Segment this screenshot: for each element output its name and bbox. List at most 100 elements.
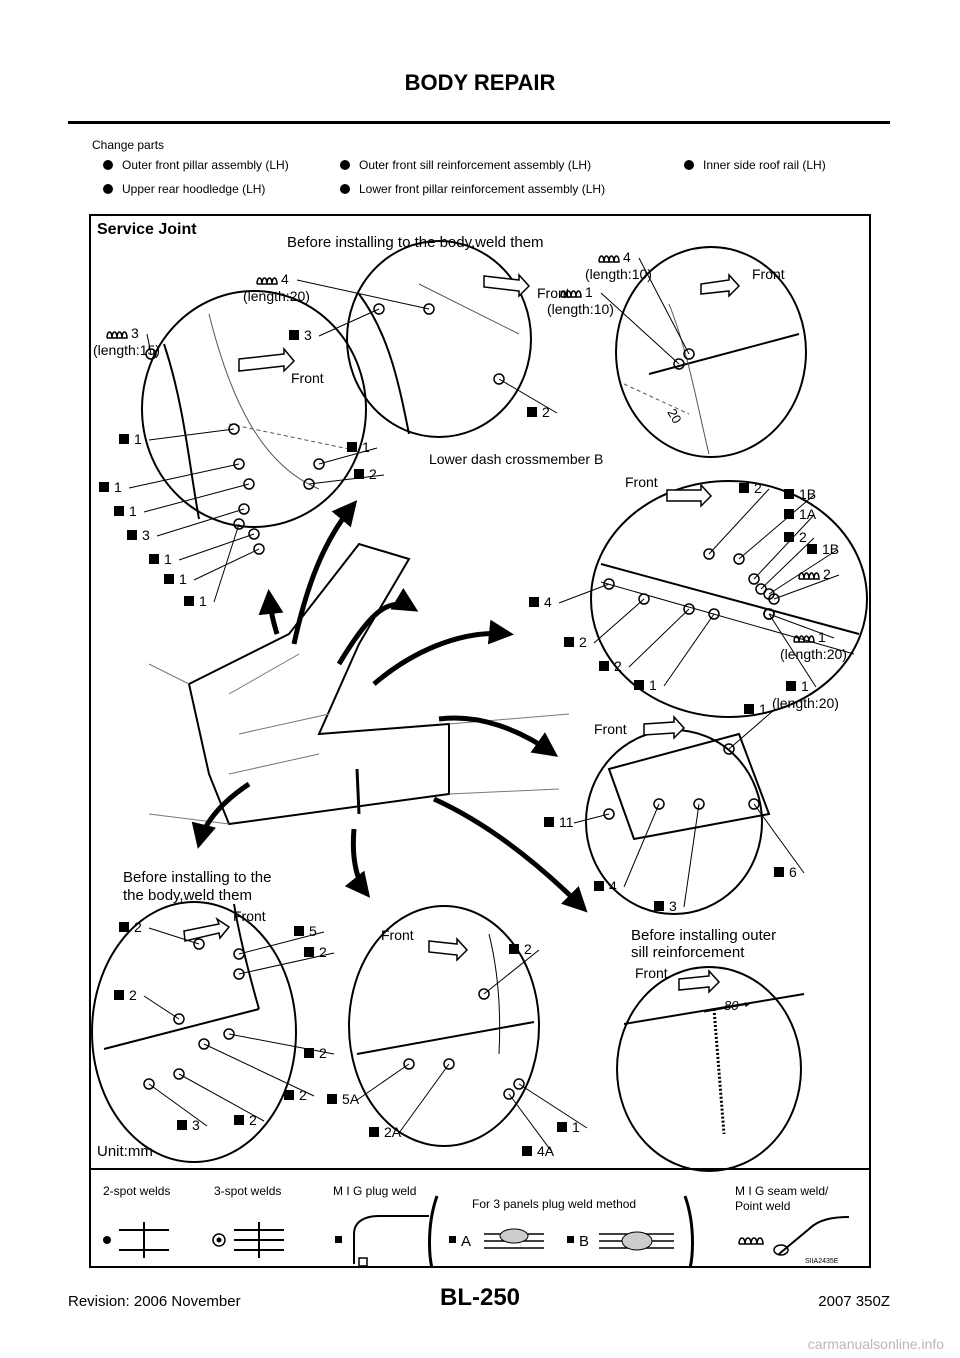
weld-spot-icon bbox=[683, 348, 695, 360]
callout-number: 1 bbox=[179, 571, 187, 587]
weld-callout: 1 bbox=[313, 439, 378, 470]
weld-spot-icon bbox=[198, 1038, 210, 1050]
dimension-line bbox=[703, 1002, 750, 1013]
plug-weld-icon bbox=[544, 817, 554, 827]
plug-weld-icon bbox=[354, 469, 364, 479]
caption-top: Before installing to the body,weld them bbox=[287, 234, 544, 251]
weld-spot-icon bbox=[248, 528, 260, 540]
leader-line bbox=[156, 508, 245, 537]
diagram-title: Service Joint bbox=[97, 221, 197, 238]
bullet-icon bbox=[103, 160, 113, 170]
weld-callout: 2 bbox=[303, 466, 385, 490]
legend-point-weld-label: Point weld bbox=[735, 1199, 790, 1213]
legend-b-label: B bbox=[579, 1233, 589, 1250]
weld-callout: 3 bbox=[289, 303, 385, 343]
legend-three-spot-label: 3-spot welds bbox=[214, 1184, 281, 1198]
plug-weld-icon bbox=[119, 434, 129, 444]
leader-line bbox=[178, 1073, 265, 1122]
weld-callout: 1 bbox=[723, 701, 775, 755]
weld-callout: 1 bbox=[119, 423, 240, 447]
callout-length: (length:20) bbox=[780, 646, 847, 662]
caption-bottom-left-2: the body,weld them bbox=[123, 887, 252, 904]
leader-line bbox=[573, 813, 610, 824]
callout-number: 1 bbox=[759, 701, 767, 717]
weld-callout: 2 bbox=[493, 373, 558, 420]
body-side-assembly bbox=[148, 542, 570, 826]
weld-callout: 4(length:10) bbox=[585, 249, 695, 360]
seam-weld-icon bbox=[738, 1237, 764, 1245]
caption-lower-dash: Lower dash crossmember B bbox=[429, 451, 603, 467]
callout-number: 2 bbox=[754, 480, 762, 496]
bullet-icon bbox=[340, 160, 350, 170]
leader-line bbox=[728, 709, 775, 750]
plug-weld-icon bbox=[564, 637, 574, 647]
plug-weld-icon bbox=[369, 1127, 379, 1137]
plug-weld-icon bbox=[184, 596, 194, 606]
leader-line bbox=[146, 333, 152, 355]
leader-line bbox=[483, 949, 540, 995]
change-part-item: Outer front sill reinforcement assembly … bbox=[340, 158, 591, 172]
weld-spot-icon bbox=[763, 608, 775, 620]
plug-weld-icon bbox=[529, 597, 539, 607]
dimension-20: 20 bbox=[664, 406, 684, 426]
callout-number: 3 bbox=[192, 1117, 200, 1133]
callout-number: 3 bbox=[304, 327, 312, 343]
seam-weld-icon bbox=[793, 635, 815, 643]
weld-spot-icon bbox=[673, 358, 685, 370]
callout-number: 4A bbox=[537, 1143, 555, 1159]
callout-length: (length:20) bbox=[243, 288, 310, 304]
callout-number: 4 bbox=[609, 878, 617, 894]
weld-callout: 1 bbox=[184, 518, 245, 609]
front-label: Front bbox=[233, 908, 266, 924]
leader-line bbox=[663, 613, 715, 687]
plug-weld-icon bbox=[289, 330, 299, 340]
weld-spot-icon bbox=[755, 583, 767, 595]
weld-callout: 1 bbox=[99, 458, 245, 495]
plug-weld-icon bbox=[784, 532, 794, 542]
plug-weld-icon bbox=[527, 407, 537, 417]
leader-line bbox=[148, 428, 235, 441]
plug-weld-icon bbox=[654, 901, 664, 911]
weld-callout: 2 bbox=[768, 566, 840, 605]
change-parts-heading: Change parts bbox=[92, 138, 165, 152]
weld-spot-icon bbox=[233, 458, 245, 470]
leader-line bbox=[600, 292, 680, 365]
leader-line bbox=[518, 1083, 588, 1129]
weld-callout: 1(length:10) bbox=[547, 284, 685, 370]
change-part-label: Outer front pillar assembly (LH) bbox=[122, 158, 289, 172]
callout-length: (length:10) bbox=[585, 266, 652, 282]
weld-spot-icon bbox=[223, 1028, 235, 1040]
callout-number: 3 bbox=[142, 527, 150, 543]
weld-callout: 2 bbox=[233, 944, 335, 980]
weld-spot-icon bbox=[143, 1078, 155, 1090]
plug-weld-icon bbox=[744, 704, 754, 714]
callout-number: 1 bbox=[818, 629, 826, 645]
callout-number: 1 bbox=[572, 1119, 580, 1135]
weld-callout: 1 bbox=[634, 608, 720, 693]
weld-spot-icon bbox=[423, 303, 435, 315]
front-label: Front bbox=[625, 474, 658, 490]
leader-line bbox=[683, 803, 700, 908]
three-spot-panel-icon bbox=[234, 1222, 284, 1258]
callout-number: 2 bbox=[319, 1045, 327, 1061]
plug-b-icon bbox=[567, 1236, 574, 1243]
leader-line bbox=[128, 463, 240, 489]
callout-number: 1 bbox=[801, 678, 809, 694]
callout-number: 2 bbox=[134, 919, 142, 935]
change-part-item: Inner side roof rail (LH) bbox=[684, 158, 826, 172]
weld-callout: 2 bbox=[755, 529, 815, 595]
weld-callout: 2 bbox=[114, 987, 185, 1025]
weld-spot-icon bbox=[653, 798, 665, 810]
callout-number: 2 bbox=[319, 944, 327, 960]
weld-spot-icon bbox=[313, 458, 325, 470]
plug-weld-icon bbox=[99, 482, 109, 492]
weld-spot-icon bbox=[478, 988, 490, 1000]
weld-spot-icon bbox=[303, 478, 315, 490]
plug-weld-icon bbox=[634, 680, 644, 690]
bullet-icon bbox=[103, 184, 113, 194]
weld-callout: 1 bbox=[149, 528, 260, 567]
legend-divider bbox=[89, 1168, 871, 1170]
change-part-label: Lower front pillar reinforcement assembl… bbox=[359, 182, 606, 196]
weld-spot-icon bbox=[723, 743, 735, 755]
callout-number: 1B bbox=[822, 541, 839, 557]
